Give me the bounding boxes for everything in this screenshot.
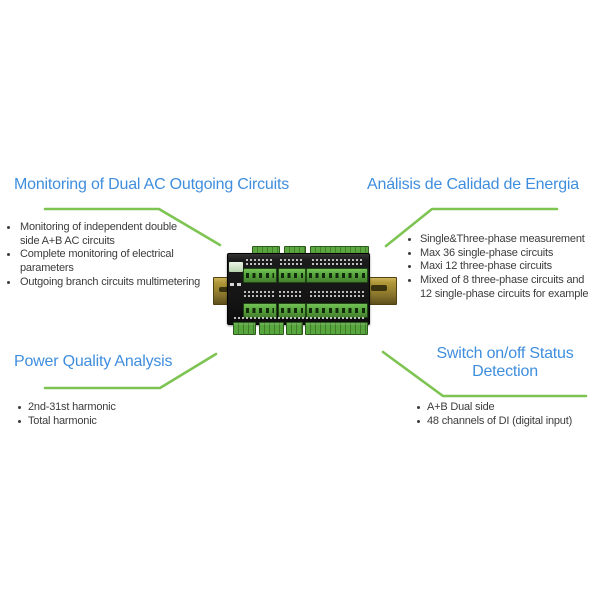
terminal-pins	[281, 308, 303, 313]
face-terminal-strip	[306, 303, 368, 318]
din-rail-slot-right	[371, 285, 387, 291]
bullet-list-power-quality-es: Single&Three-phase measurement Max 36 si…	[408, 233, 598, 302]
face-terminal-strip	[243, 303, 277, 318]
terminal-label-text	[280, 259, 302, 261]
bullet-dot	[18, 406, 21, 409]
bullet-dot	[7, 253, 10, 257]
bullet-list-power-quality-analysis: 2nd-31st harmonic Total harmonic	[18, 401, 238, 428]
face-terminal-strip	[306, 268, 368, 283]
bullet-text: Outgoing branch circuits multimetering	[20, 275, 201, 288]
bullet-text: Monitoring of independent double side A+…	[20, 221, 177, 247]
bullet-item: 48 channels of DI (digital input)	[417, 415, 597, 429]
bullet-text: 48 channels of DI (digital input)	[427, 414, 573, 427]
bullet-dot	[408, 279, 411, 283]
section-title-dual-ac-monitoring: Monitoring of Dual AC Outgoing Circuits	[14, 176, 289, 193]
terminal-label-text	[279, 291, 303, 293]
bullet-text: Complete monitoring of electrical parame…	[20, 248, 174, 275]
bullet-dot	[7, 226, 10, 229]
bottom-terminal-block-3	[286, 322, 303, 335]
bullet-item: Total harmonic	[18, 415, 238, 429]
terminal-pins	[246, 308, 274, 313]
bullet-list-switch-status-detection: A+B Dual side 48 channels of DI (digital…	[417, 401, 597, 428]
face-terminal-strip	[278, 303, 306, 318]
bullet-text: Maxi 12 three-phase circuits	[420, 260, 552, 273]
terminal-pins	[309, 308, 365, 313]
bottom-terminal-block-4	[305, 322, 368, 335]
terminal-label-text	[310, 291, 364, 293]
bullet-item: Single&Three-phase measurement	[408, 233, 598, 247]
bullet-text: Total harmonic	[28, 414, 97, 427]
terminal-label-text	[244, 295, 274, 297]
bottom-terminal-block-1	[233, 322, 256, 335]
terminal-label-text	[280, 263, 302, 265]
bullet-text: Max 36 single-phase circuits	[420, 246, 554, 259]
bullet-item: Max 36 single-phase circuits	[408, 247, 598, 261]
bullet-dot	[417, 419, 420, 423]
bullet-dot	[408, 251, 411, 255]
bullet-item: Mixed of 8 three-phase circuits and 12 s…	[408, 274, 598, 301]
bullet-text: Mixed of 8 three-phase circuits and 12 s…	[420, 274, 589, 300]
bullet-item: A+B Dual side	[417, 401, 597, 415]
terminal-label-text	[279, 295, 303, 297]
bullet-text: Single&Three-phase measurement	[420, 233, 585, 245]
top-terminal-block-2	[284, 246, 306, 257]
bottom-terminal-block-2	[259, 322, 284, 335]
bullet-dot	[18, 419, 21, 423]
bullet-text: 2nd-31st harmonic	[28, 401, 116, 413]
terminal-label-text	[234, 317, 364, 319]
bullet-dot	[417, 406, 420, 409]
bullet-item: Outgoing branch circuits multimetering	[7, 276, 257, 290]
terminal-pins	[309, 273, 365, 278]
terminal-pins	[281, 273, 303, 278]
terminal-label-text	[244, 291, 274, 293]
bullet-dot	[7, 280, 10, 284]
bullet-text: A+B Dual side	[427, 401, 495, 413]
section-title-switch-status-detection: Switch on/off Status Detection	[436, 345, 574, 380]
bullet-item: Complete monitoring of electrical parame…	[7, 248, 257, 275]
bullet-list-dual-ac-monitoring: Monitoring of independent double side A+…	[7, 221, 257, 290]
terminal-label-text	[312, 263, 364, 265]
bullet-item: 2nd-31st harmonic	[18, 401, 238, 415]
top-terminal-block-3	[310, 246, 369, 257]
face-terminal-strip	[278, 268, 306, 283]
section-title-power-quality-es: Análisis de Calidad de Energia	[367, 176, 579, 193]
terminal-label-text	[310, 295, 364, 297]
terminal-label-text	[312, 259, 364, 261]
bullet-item: Maxi 12 three-phase circuits	[408, 260, 598, 274]
bullet-dot	[408, 265, 411, 269]
bullet-item: Monitoring of independent double side A+…	[7, 221, 257, 248]
bullet-dot	[408, 238, 411, 241]
section-title-power-quality-analysis: Power Quality Analysis	[14, 353, 173, 370]
